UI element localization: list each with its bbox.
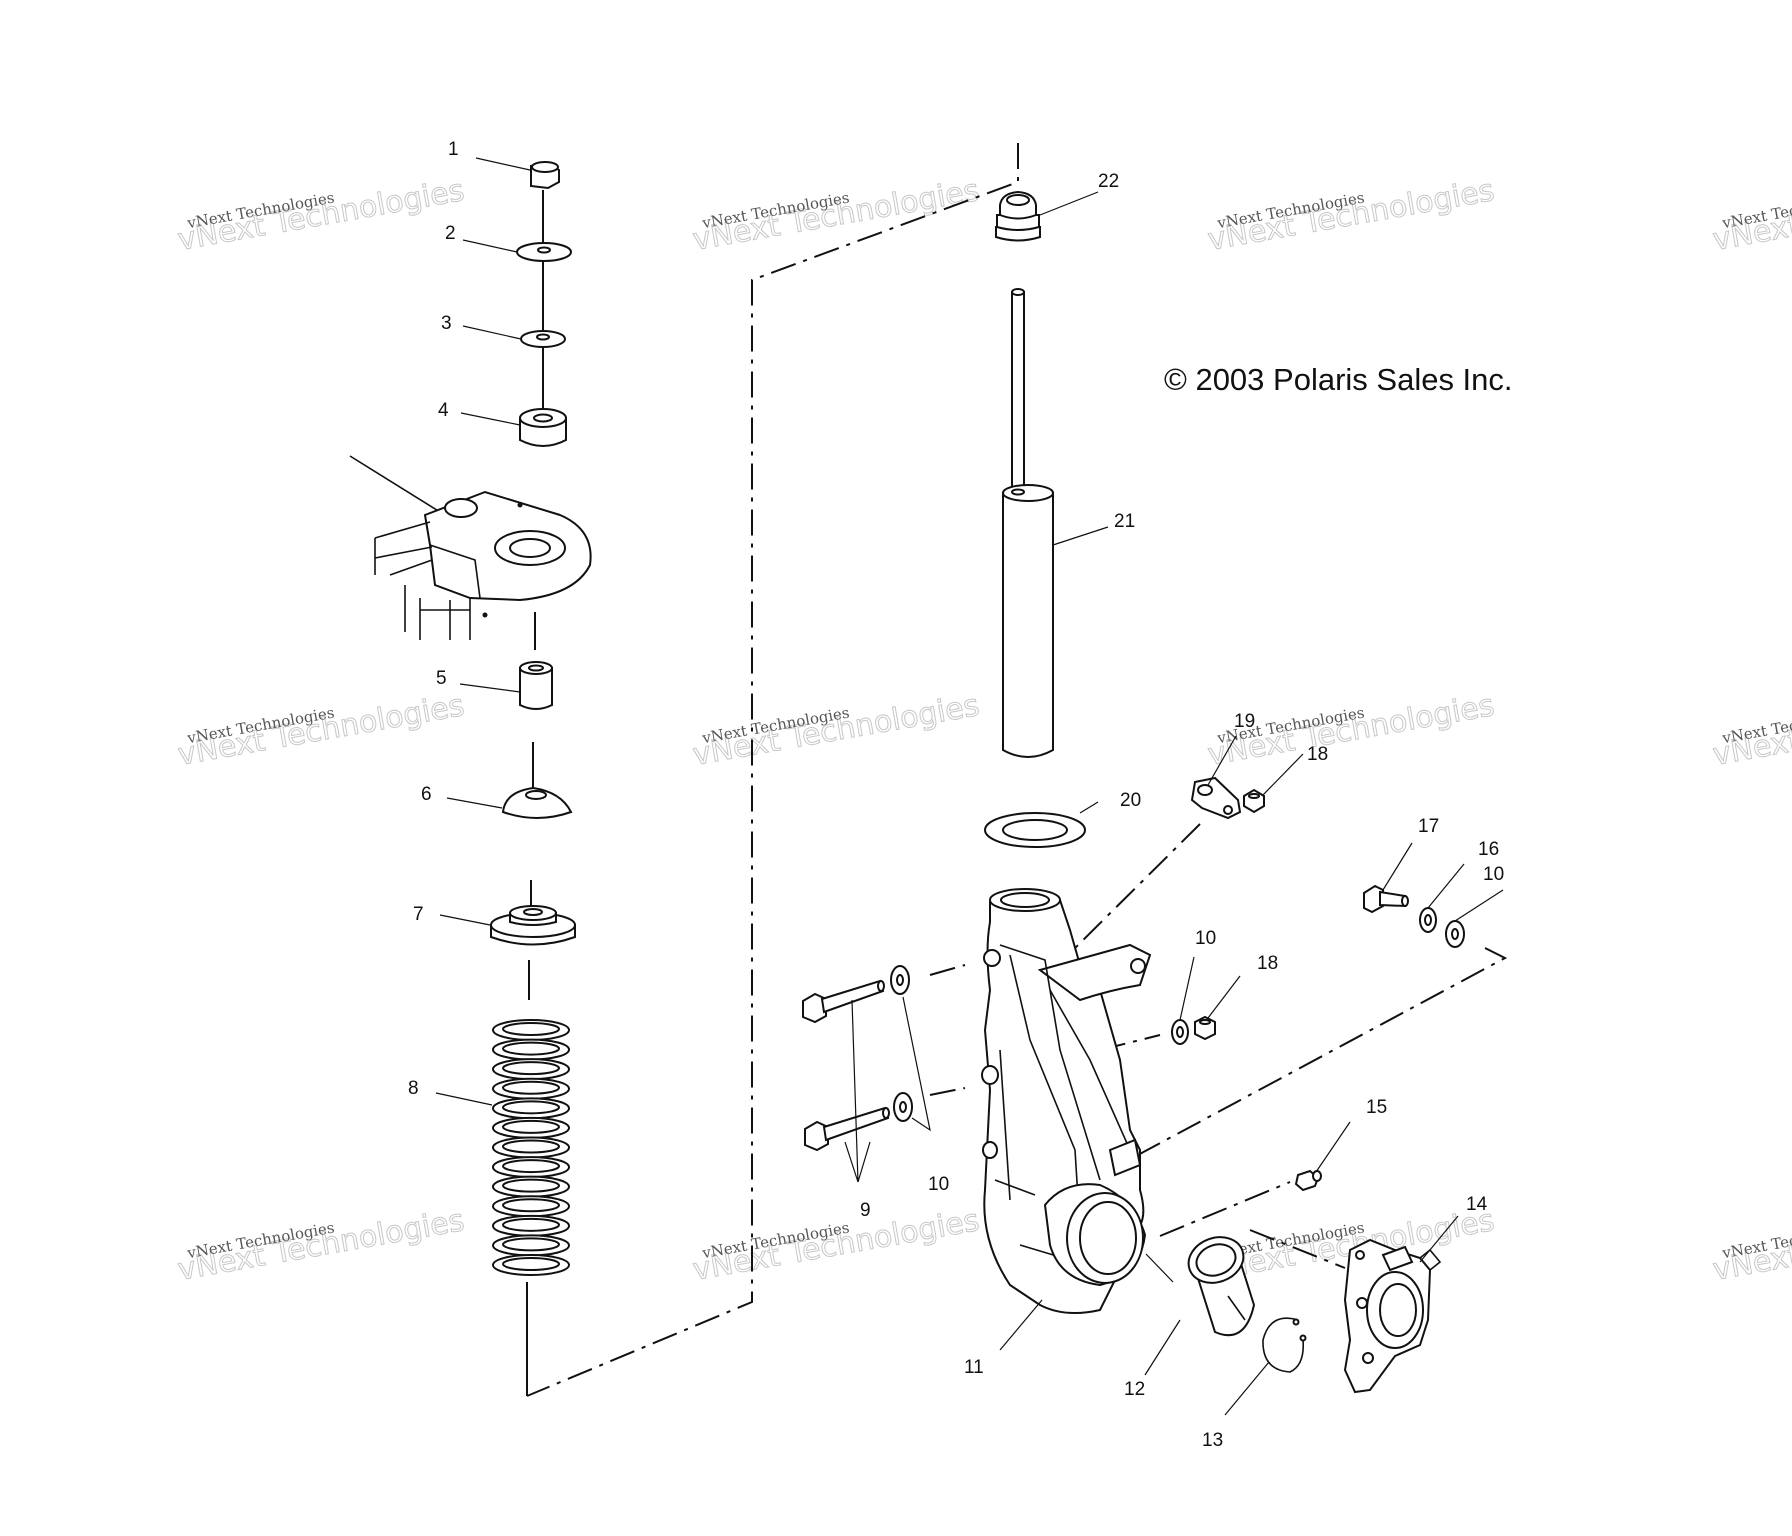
spring-coil-inner [502, 1080, 560, 1095]
part-5-spacer [519, 661, 553, 710]
watermark-group: vNext Technologies vNext Technologies vN… [175, 173, 1792, 1289]
part-10-washer-left-lower [893, 1092, 913, 1122]
part-10-washer-right [1445, 920, 1465, 948]
assembly-line-main [526, 143, 1019, 1397]
part-10-washer-left-upper [890, 965, 910, 995]
part-6-cup [501, 786, 573, 819]
callout-9: 9 [860, 1200, 871, 1221]
part-9-bolt-lower [804, 1106, 890, 1152]
watermark-3: vNext Technologies vNext Technologies [1205, 173, 1498, 259]
spring-coil-inner [502, 1237, 560, 1252]
callout-3: 3 [441, 313, 452, 334]
part-22-bump-stop [995, 190, 1041, 242]
part-20-washer [984, 812, 1086, 848]
assembly-line-17 [1109, 947, 1508, 1171]
watermark-5: vNext Technologies vNext Technologies [175, 688, 468, 774]
part-8-spring [492, 1019, 570, 1276]
copyright-notice: © 2003 Polaris Sales Inc. [1164, 362, 1513, 397]
spring-coil-inner [502, 1217, 560, 1232]
watermark-2: vNext Technologies vNext Technologies [690, 173, 983, 259]
part-18-nut-upper [1243, 788, 1265, 814]
assembly-line-14 [1249, 1229, 1346, 1269]
assembly-lines [526, 143, 1508, 1397]
callout-20: 20 [1120, 790, 1141, 811]
callout-14: 14 [1466, 1194, 1488, 1215]
part-7-spring-seat [490, 905, 576, 946]
callout-10-mid: 10 [1195, 928, 1216, 949]
leader-lines [435, 157, 1504, 1416]
part-4-bushing [519, 408, 567, 447]
part-16-washer [1419, 907, 1437, 933]
callout-16: 16 [1478, 839, 1499, 860]
part-15-grease-fitting [1294, 1169, 1322, 1192]
part-12-bearing [1187, 1236, 1256, 1337]
callout-22: 22 [1098, 171, 1119, 192]
callout-12: 12 [1124, 1379, 1145, 1400]
frame-bracket [349, 455, 592, 640]
watermark-8: vNext Technologies vNext Technologies [1710, 688, 1792, 774]
callout-11: 11 [964, 1357, 984, 1378]
spring-coil-inner [502, 1139, 560, 1154]
part-17-bolt [1363, 884, 1409, 914]
spring-coil-inner [502, 1119, 560, 1134]
watermark-9: vNext Technologies vNext Technologies [175, 1203, 468, 1289]
watermark-4: vNext Technologies vNext Technologies [1710, 173, 1792, 259]
part-18-nut-lower [1194, 1015, 1216, 1041]
callout-19: 19 [1234, 711, 1255, 732]
callout-8: 8 [408, 1078, 419, 1099]
part-21-shock-absorber [1002, 288, 1054, 758]
part-14-caliper-bracket [1343, 1238, 1442, 1394]
spring-coil-inner [502, 1041, 560, 1056]
callout-15: 15 [1366, 1097, 1387, 1118]
spring-coil-inner [502, 1178, 560, 1193]
callout-10-right: 10 [1483, 864, 1504, 885]
callout-4: 4 [438, 400, 449, 421]
part-10-washer-mid [1171, 1019, 1189, 1045]
watermark-12: vNext Technologies vNext Technologies [1710, 1203, 1792, 1289]
watermark-1: vNext Technologies vNext Technologies [175, 173, 468, 259]
spring-coil-inner [502, 1100, 560, 1115]
callout-13: 13 [1202, 1430, 1223, 1451]
callout-18-lower: 18 [1257, 953, 1278, 974]
callout-7: 7 [413, 904, 424, 925]
spring-coil-inner [502, 1022, 560, 1036]
part-9-bolt-upper [802, 979, 885, 1024]
assembly-line-19 [1067, 823, 1201, 956]
callout-6: 6 [421, 784, 432, 805]
callout-1: 1 [448, 139, 459, 160]
part-13-snap-ring [1262, 1317, 1307, 1373]
assembly-line-bolt-upper [929, 964, 966, 976]
watermark-6: vNext Technologies vNext Technologies [690, 688, 983, 774]
callout-17: 17 [1418, 816, 1439, 837]
spring-coil-inner [502, 1257, 560, 1271]
callout-21: 21 [1114, 511, 1135, 532]
spring-coil-inner [502, 1061, 560, 1076]
spring-coil-inner [502, 1198, 560, 1213]
callout-10-left: 10 [928, 1174, 949, 1195]
part-1-nut [530, 161, 560, 190]
assembly-line-bolt-lower [929, 1087, 966, 1096]
assembly-line-15 [1159, 1181, 1291, 1237]
callout-5: 5 [436, 668, 447, 689]
callout-18-upper: 18 [1307, 744, 1328, 765]
part-19-clamp [1190, 776, 1242, 820]
part-11-knuckle [981, 888, 1152, 1315]
spring-coil-inner [502, 1159, 560, 1174]
callout-2: 2 [445, 223, 456, 244]
part-2-washer [516, 242, 572, 262]
part-3-washer [520, 330, 566, 348]
callout-labels: 1 2 3 4 5 6 7 8 9 10 10 10 11 12 13 14 1… [408, 139, 1504, 1451]
watermark-10: vNext Technologies vNext Technologies [690, 1203, 983, 1289]
